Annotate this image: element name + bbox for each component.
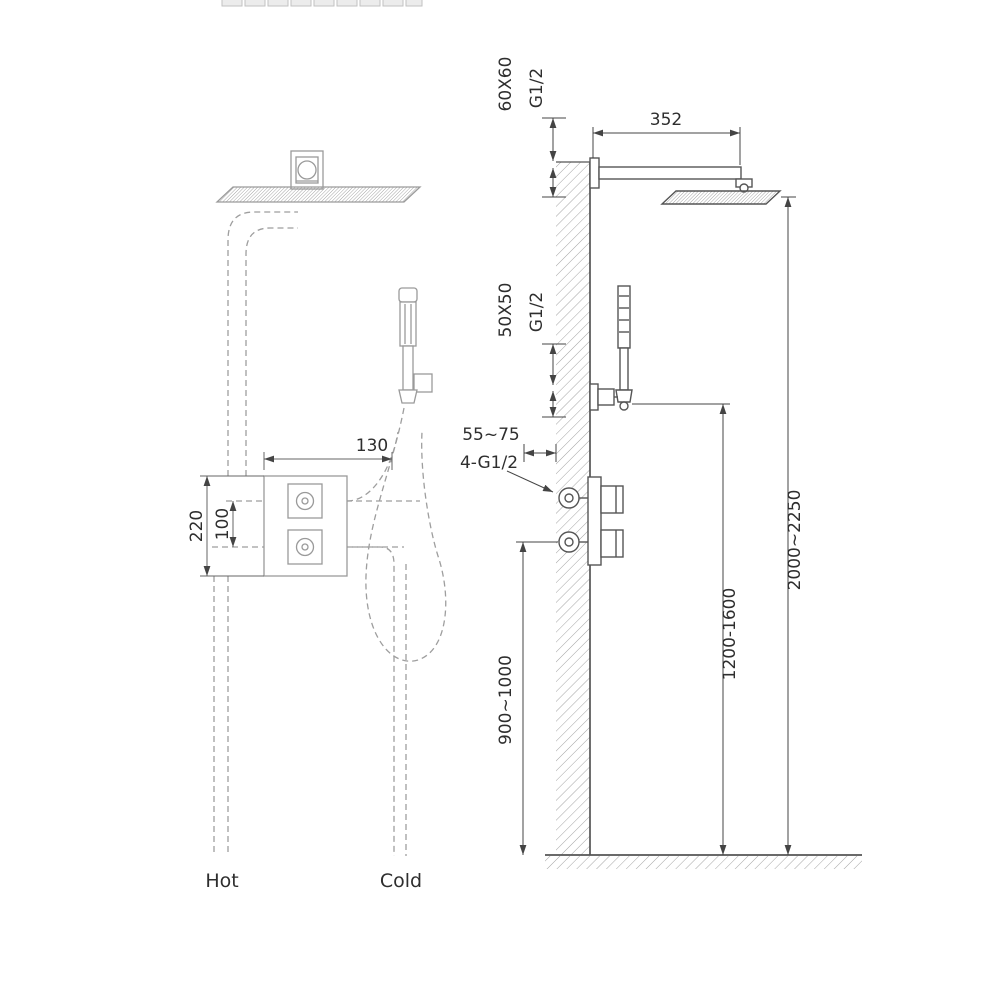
mixer-valve-front	[263, 475, 348, 577]
handshower-side	[589, 285, 633, 411]
mixer-valve-side	[558, 476, 624, 566]
dim-4-g12-label: 4-G1/2	[460, 453, 518, 473]
dim-g12-mid-label: G1/2	[527, 292, 547, 333]
front-view-fixtures	[215, 150, 433, 577]
handshower-feed-pipe	[346, 431, 399, 502]
leader-4-g12	[506, 470, 554, 493]
hot-label: Hot	[205, 870, 238, 892]
dimension-labels: 352 60X60 G1/2 50X50 G1/2 55~75 4-G1/2 1…	[187, 57, 805, 892]
rain-head-side	[589, 157, 782, 205]
floor-hatching	[545, 856, 862, 869]
wall-hatching	[556, 162, 590, 855]
dim-352-label: 352	[650, 110, 682, 130]
side-view-dimensions	[506, 117, 796, 855]
riser-pipe-2	[245, 227, 298, 476]
cold-supply-pipe	[347, 546, 395, 856]
handshower-hose	[365, 407, 447, 662]
cropped-thumbnail-strip	[221, 0, 423, 7]
dim-900-1000-label: 900~1000	[496, 655, 516, 745]
cold-label: Cold	[380, 870, 422, 892]
dim-g12-top-label: G1/2	[527, 68, 547, 109]
head-bracket-front	[290, 150, 324, 190]
front-view-pipes	[212, 211, 447, 856]
front-view-dimensions	[200, 452, 393, 577]
dim-1200-1600-label: 1200-1600	[720, 588, 740, 681]
handshower-front	[398, 287, 433, 404]
dim-55-75-label: 55~75	[462, 425, 520, 445]
dim-220-label: 220	[187, 510, 207, 542]
dim-50x50-label: 50X50	[496, 283, 516, 338]
dim-130-label: 130	[356, 436, 388, 456]
dim-100-label: 100	[213, 508, 233, 540]
rain-head-front	[215, 186, 422, 203]
dim-2000-2250-label: 2000~2250	[785, 490, 805, 591]
side-view	[545, 157, 862, 869]
dim-60x60-label: 60X60	[496, 57, 516, 112]
riser-pipe	[227, 211, 298, 476]
